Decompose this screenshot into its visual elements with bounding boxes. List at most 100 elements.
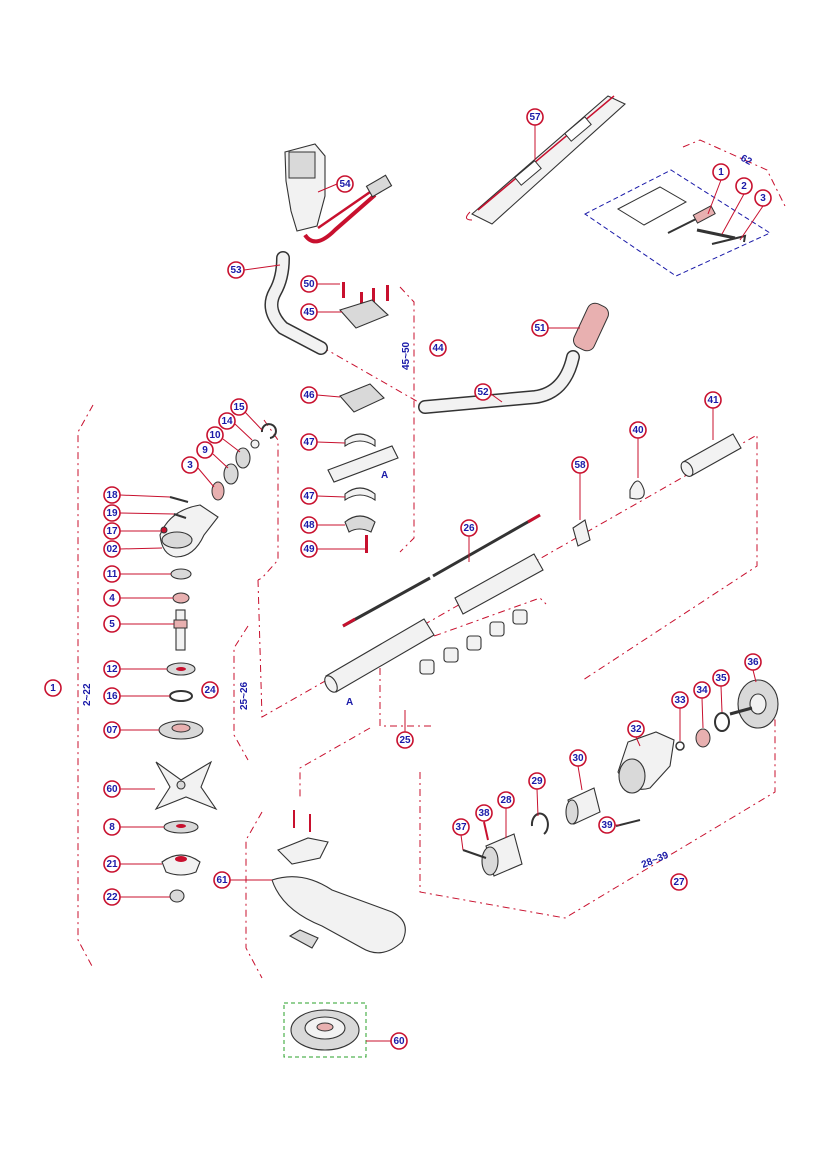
tool-kit-62 xyxy=(584,169,772,277)
callout-label: 30 xyxy=(572,753,584,764)
callout-28: 28 xyxy=(497,791,515,809)
callout-61: 61 xyxy=(213,871,231,889)
drive-shaft-26 xyxy=(342,513,541,628)
callout-53: 53 xyxy=(227,261,245,279)
range-45-50: 45~50 xyxy=(401,341,412,370)
shaft-41 xyxy=(680,408,742,477)
callout-07: 07 xyxy=(103,721,121,739)
callout-26: 26 xyxy=(460,519,478,537)
callout-45: 45 xyxy=(300,303,318,321)
main-tube-A xyxy=(324,553,544,693)
callout-label: 46 xyxy=(303,390,315,401)
callout-label: 41 xyxy=(707,395,719,406)
callout-label: 36 xyxy=(747,657,759,668)
callout-30: 30 xyxy=(569,749,587,767)
callout-27: 27 xyxy=(670,873,688,891)
callout-50: 50 xyxy=(300,275,318,293)
callout-1: 1 xyxy=(712,163,730,181)
callout-17: 17 xyxy=(103,522,121,540)
callout-label: 22 xyxy=(106,892,118,903)
callout-label: 17 xyxy=(106,526,118,537)
callout-label: 51 xyxy=(534,323,546,334)
hanger-40 xyxy=(629,438,645,500)
callout-02: 02 xyxy=(103,540,121,558)
callout-label: 3 xyxy=(760,193,766,204)
handle-bracket-46-49 xyxy=(316,383,399,553)
callout-label: 60 xyxy=(393,1036,405,1047)
callout-label: 44 xyxy=(432,343,444,354)
callout-18: 18 xyxy=(103,486,121,504)
callout-8: 8 xyxy=(103,818,121,836)
callout-36: 36 xyxy=(744,653,762,671)
callout-label: 53 xyxy=(230,265,242,276)
callout-label: 5 xyxy=(109,619,115,630)
callout-label: 4 xyxy=(109,593,115,604)
callout-44: 44 xyxy=(429,339,447,357)
callout-label: 34 xyxy=(696,685,708,696)
callout-label: 16 xyxy=(106,691,118,702)
callout-label: 52 xyxy=(477,387,489,398)
callout-29: 29 xyxy=(528,772,546,790)
callout-52: 52 xyxy=(474,383,492,401)
callout-label: 18 xyxy=(106,490,118,501)
callout-16: 16 xyxy=(103,687,121,705)
callout-label: 1 xyxy=(50,683,56,694)
callout-15: 15 xyxy=(230,398,248,416)
callout-label: 10 xyxy=(209,430,221,441)
shoulder-strap-57 xyxy=(466,95,626,225)
callout-60: 60 xyxy=(103,780,121,798)
callout-25: 25 xyxy=(396,731,414,749)
wrench-icon xyxy=(692,205,716,224)
blade-60-alt xyxy=(283,1002,391,1058)
callout-3: 3 xyxy=(754,189,772,207)
callout-label: 1 xyxy=(718,167,724,178)
callout-57: 57 xyxy=(526,108,544,126)
callout-label: 19 xyxy=(106,508,118,519)
range-62: 62 xyxy=(739,153,754,168)
callout-label: 07 xyxy=(106,725,118,736)
callout-40: 40 xyxy=(629,421,647,439)
guard-61 xyxy=(230,810,406,954)
callout-label: 28 xyxy=(500,795,512,806)
callout-9: 9 xyxy=(196,441,214,459)
callout-49: 49 xyxy=(300,540,318,558)
callout-4: 4 xyxy=(103,589,121,607)
callout-22: 22 xyxy=(103,888,121,906)
callout-58: 58 xyxy=(571,456,589,474)
callout-label: 2 xyxy=(741,181,747,192)
callout-label: 48 xyxy=(303,520,315,531)
callout-14: 14 xyxy=(218,412,236,430)
callout-24: 24 xyxy=(201,681,219,699)
callout-12: 12 xyxy=(103,660,121,678)
callout-60: 60 xyxy=(390,1032,408,1050)
callout-3: 3 xyxy=(181,456,199,474)
callout-label: 45 xyxy=(303,307,315,318)
handlebar-52 xyxy=(418,350,580,414)
callout-37: 37 xyxy=(452,818,470,836)
letter-a-upper: A xyxy=(381,470,388,481)
callout-48: 48 xyxy=(300,516,318,534)
callout-label: 60 xyxy=(106,784,118,795)
spanner-icon xyxy=(696,228,736,240)
grip-51 xyxy=(548,302,609,352)
callout-51: 51 xyxy=(531,319,549,337)
callout-label: 11 xyxy=(107,569,118,580)
range-25-26: 25~26 xyxy=(239,681,250,710)
callout-label: 49 xyxy=(303,544,315,555)
handle-tube-53 xyxy=(243,251,328,355)
callout-label: 25 xyxy=(399,735,411,746)
hex-key-icon xyxy=(711,234,747,245)
manual-icon xyxy=(616,186,688,226)
callout-41: 41 xyxy=(704,391,722,409)
callout-19: 19 xyxy=(103,504,121,522)
callout-label: 24 xyxy=(204,685,216,696)
callout-label: 39 xyxy=(601,820,613,831)
callout-2: 2 xyxy=(735,177,753,195)
callout-39: 39 xyxy=(598,816,616,834)
callout-54: 54 xyxy=(336,175,354,193)
callout-label: 8 xyxy=(109,822,115,833)
callout-47: 47 xyxy=(300,433,318,451)
callout-label: 35 xyxy=(715,673,727,684)
